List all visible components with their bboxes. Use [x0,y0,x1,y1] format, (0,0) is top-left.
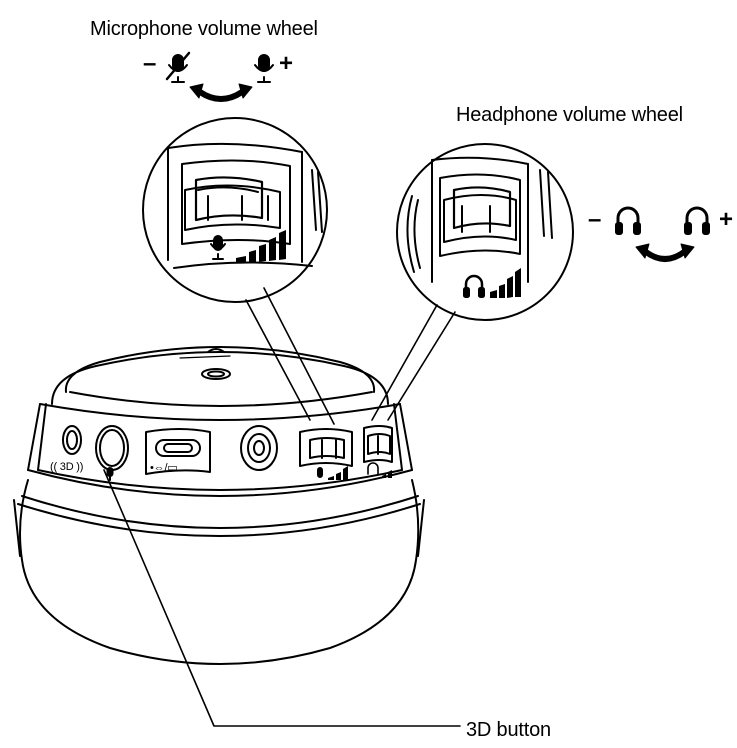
volume-bars-icon [236,230,286,263]
headphone-minus-sign: – [588,206,602,233]
mic-minus-sign: – [143,50,157,77]
headphone-volume-wheel-label: Headphone volume wheel [456,104,683,126]
microphone-volume-wheel-label: Microphone volume wheel [90,18,318,40]
audio-jack [240,425,278,471]
headphone-icon [615,206,641,235]
usb-port-label: •⇔/▭ [150,462,178,474]
usb-port [145,428,211,475]
3d-button[interactable] [95,425,129,471]
microphone-icon [106,467,114,481]
microphone-volume-wheel[interactable] [299,428,353,480]
headphone-icon [684,206,710,235]
volume-bars-icon [490,268,521,298]
rotate-arrow-icon [189,83,253,102]
headphone-wheel-callout [396,143,574,321]
port-3d-jack [62,425,82,455]
microphone-wheel-callout [142,117,328,303]
microphone-muted-icon [165,51,191,83]
3d-port-label: (( 3D )) [50,461,84,473]
ear-cup [13,346,425,665]
callout-leader-lines [245,287,456,425]
rotate-arrow-icon [635,243,695,262]
mic-plus-sign: + [279,50,294,77]
microphone-icon [254,54,274,83]
headphone-volume-wheel[interactable] [363,425,393,478]
3d-button-label: 3D button [466,719,551,741]
3d-button-leader-line [103,469,461,727]
headphone-plus-sign: + [719,206,734,233]
